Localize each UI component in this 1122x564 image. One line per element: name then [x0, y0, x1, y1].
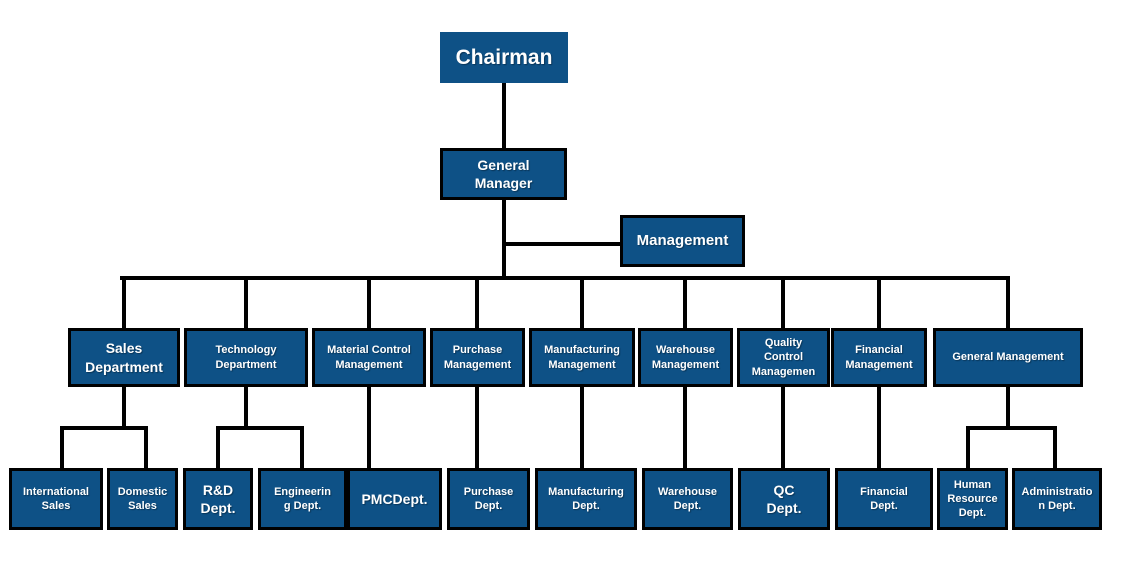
subdept-qc: QC Dept. [738, 468, 830, 530]
connector-drop-domestic-sales [144, 430, 148, 468]
connector-drop-quality [781, 280, 785, 328]
subdept-manufacturing: Manufacturing Dept. [535, 468, 637, 530]
dept-manufacturing: Manufacturing Management [529, 328, 635, 387]
dept-quality-control: Quality Control Managemen [737, 328, 830, 387]
connector-bus [120, 276, 1010, 280]
connector-drop-engineering [300, 430, 304, 468]
dept-material-control: Material Control Management [312, 328, 426, 387]
connector-management-branch [504, 242, 620, 246]
subdept-purchase: Purchase Dept. [447, 468, 530, 530]
connector-drop-general-mgmt [1006, 280, 1010, 328]
connector-drop-human-resource [966, 430, 970, 468]
connector-drop-purchase-dept [475, 387, 479, 468]
dept-financial: Financial Management [831, 328, 927, 387]
connector-drop-warehouse [683, 280, 687, 328]
dept-sales: Sales Department [68, 328, 180, 387]
subdept-engineering: Engineerin g Dept. [258, 468, 347, 530]
connector-gm-bus [502, 200, 506, 276]
connector-drop-pmc [367, 387, 371, 468]
dept-general-management: General Management [933, 328, 1083, 387]
connector-drop-manufacturing [580, 280, 584, 328]
connector-technology-bar [216, 426, 304, 430]
management-box: Management [620, 215, 745, 267]
connector-chairman-gm [502, 83, 506, 148]
subdept-domestic-sales: Domestic Sales [107, 468, 178, 530]
connector-drop-international-sales [60, 430, 64, 468]
connector-technology-stem [244, 387, 248, 428]
connector-drop-financial-dept [877, 387, 881, 468]
connector-drop-sales [122, 280, 126, 328]
connector-sales-bar [60, 426, 148, 430]
connector-drop-manufacturing-dept [580, 387, 584, 468]
connector-drop-rd [216, 430, 220, 468]
connector-drop-administration [1053, 430, 1057, 468]
connector-drop-material [367, 280, 371, 328]
connector-drop-purchase [475, 280, 479, 328]
connector-drop-warehouse-dept [683, 387, 687, 468]
chairman-box: Chairman [440, 32, 568, 83]
dept-purchase: Purchase Management [430, 328, 525, 387]
connector-sales-stem [122, 387, 126, 428]
subdept-international-sales: International Sales [9, 468, 103, 530]
dept-technology: Technology Department [184, 328, 308, 387]
connector-drop-qc-dept [781, 387, 785, 468]
general-manager-box: General Manager [440, 148, 567, 200]
subdept-financial: Financial Dept. [835, 468, 933, 530]
connector-drop-financial [877, 280, 881, 328]
subdept-pmc: PMCDept. [347, 468, 442, 530]
dept-warehouse: Warehouse Management [638, 328, 733, 387]
subdept-rd: R&D Dept. [183, 468, 253, 530]
subdept-warehouse: Warehouse Dept. [642, 468, 733, 530]
connector-drop-technology [244, 280, 248, 328]
connector-general-mgmt-stem [1006, 387, 1010, 428]
subdept-administration: Administratio n Dept. [1012, 468, 1102, 530]
connector-general-mgmt-bar [966, 426, 1057, 430]
subdept-human-resource: Human Resource Dept. [937, 468, 1008, 530]
